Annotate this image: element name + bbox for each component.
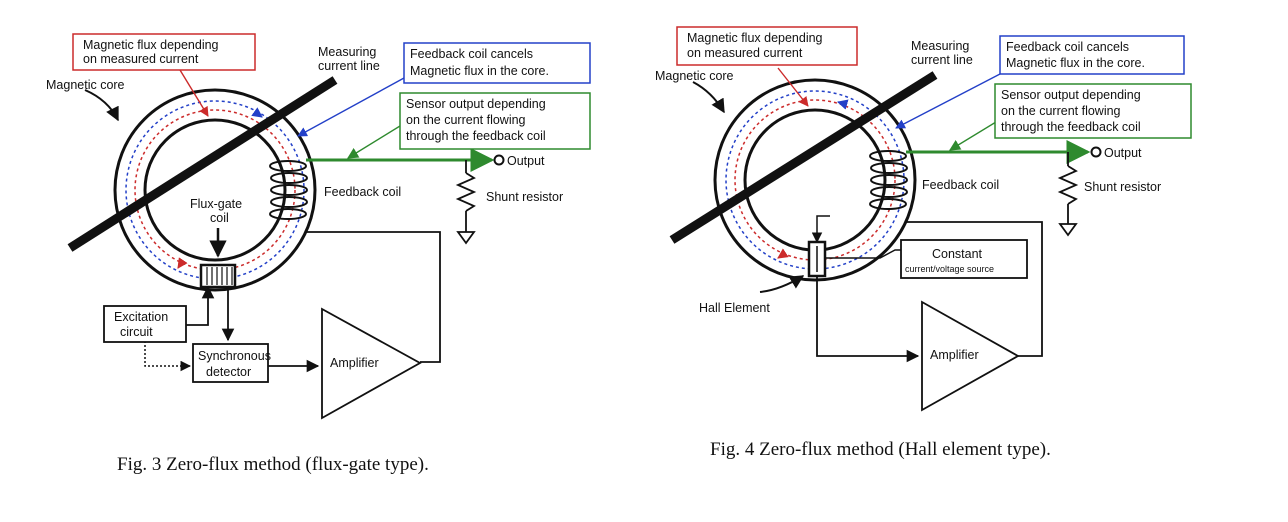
fig3-callout-blue-box — [403, 42, 591, 84]
fig4-callout-green-box — [994, 83, 1192, 139]
fig3-amplifier-triangle — [321, 307, 422, 420]
fig4-shunt-resistor — [1057, 165, 1079, 205]
fig4-magnetic-core-outer — [713, 78, 917, 282]
fig3-excitation-circuit-label-1: Excitation — [114, 310, 168, 324]
fig3-callout-red-line2: on measured current — [83, 52, 199, 66]
fig3-callout-green-line2: on the current flowing — [406, 113, 526, 127]
fig3-excitation-circuit-label-2: circuit — [120, 325, 153, 339]
fig3-callout-red-box — [72, 33, 256, 71]
fig4-diagram: Magnetic flux depending on measured curr… — [655, 26, 1192, 460]
fig4-callout-red-line2: on measured current — [687, 46, 803, 60]
fig4-output-label: Output — [1104, 146, 1142, 160]
fig3-callout-blue-line1: Feedback coil cancels — [410, 47, 533, 61]
fig3-synchronous-detector-label-2: detector — [206, 365, 251, 379]
fig3-shunt-resistor — [455, 172, 477, 212]
fig3-callout-green-line3: through the feedback coil — [406, 129, 546, 143]
fig4-feedback-coil-label: Feedback coil — [922, 178, 999, 192]
fig3-feedback-coil — [269, 160, 308, 220]
fig3-fluxgate-coil-label-1: Flux-gate — [190, 197, 242, 211]
fig4-callout-green-line2: on the current flowing — [1001, 104, 1121, 118]
fig3-measuring-current-line — [67, 76, 338, 252]
fig4-feedback-coil — [869, 150, 908, 210]
fig3-flux-red-arrow — [177, 257, 188, 269]
fig4-measuring-line-label-1: Measuring — [911, 39, 969, 53]
fig3-measuring-line-label-1: Measuring — [318, 45, 376, 59]
fig4-feedback-wire — [906, 221, 1043, 357]
fig3-feedback-coil-label: Feedback coil — [324, 185, 401, 199]
fig4-flux-red-loop — [734, 99, 896, 261]
fig3-measuring-line-label-2: current line — [318, 59, 380, 73]
fig3-callout-red-line1: Magnetic flux depending — [83, 38, 219, 52]
fig4-ground-symbol — [1058, 223, 1078, 237]
fig4-constant-source-label-1: Constant — [932, 247, 983, 261]
fig3-flux-red-loop — [134, 109, 296, 271]
fig4-shunt-resistor-label: Shunt resistor — [1084, 180, 1161, 194]
fig3-excitation-circuit-box — [103, 305, 187, 343]
fig4-constant-source-box — [900, 239, 1028, 279]
fig4-callout-blue-box — [999, 35, 1185, 75]
fig3-output-terminal — [493, 154, 505, 166]
fig4-callout-red-line1: Magnetic flux depending — [687, 31, 823, 45]
fig3-magnetic-core-inner — [143, 118, 287, 262]
fig3-caption: Fig. 3 Zero-flux method (flux-gate type)… — [117, 454, 429, 475]
fig4-callout-blue-line2: Magnetic flux in the core. — [1006, 56, 1145, 70]
fig4-amplifier-triangle — [921, 300, 1020, 412]
fig3-flux-blue-arrow — [251, 107, 263, 118]
fig4-measuring-line-label-2: current line — [911, 53, 973, 67]
fig3-output-label: Output — [507, 154, 545, 168]
fig4-caption: Fig. 4 Zero-flux method (Hall element ty… — [710, 439, 1051, 460]
fig3-shunt-resistor-label: Shunt resistor — [486, 190, 563, 204]
fig3-feedback-wire — [306, 231, 441, 363]
fig3-fluxgate-coil — [199, 263, 237, 289]
fig3-magnetic-core-label: Magnetic core — [46, 78, 125, 92]
fig4-magnetic-core-label: Magnetic core — [655, 69, 734, 83]
fig4-measuring-current-line — [669, 71, 938, 244]
fig3-magnetic-core-outer — [113, 88, 317, 292]
fig4-callout-green-line3: through the feedback coil — [1001, 120, 1141, 134]
fig3-synchronous-detector-box — [192, 343, 269, 383]
fig3-diagram: Magnetic flux depending on measured curr… — [46, 33, 591, 475]
fig4-callout-red-box — [676, 26, 858, 66]
fig4-flux-blue-arrow — [836, 99, 849, 110]
fig3-callout-green-box — [399, 92, 591, 150]
fig4-callout-blue-line1: Feedback coil cancels — [1006, 40, 1129, 54]
fig3-ground-symbol — [456, 231, 476, 245]
fig4-flux-red-arrow — [777, 248, 789, 259]
fig3-fluxgate-coil-label-2: coil — [210, 211, 229, 225]
fig4-constant-source-label-2: current/voltage source — [905, 264, 994, 274]
fig3-flux-blue-loop — [125, 100, 305, 280]
fig3-amplifier-label: Amplifier — [330, 356, 379, 370]
fig4-output-terminal — [1090, 146, 1102, 158]
fig3-synchronous-detector-label-1: Synchronous — [198, 349, 271, 363]
fig4-hall-element-label: Hall Element — [699, 301, 770, 315]
fig3-callout-green-line1: Sensor output depending — [406, 97, 546, 111]
fig4-callout-green-line1: Sensor output depending — [1001, 88, 1141, 102]
fig4-amplifier-label: Amplifier — [930, 348, 979, 362]
fig3-callout-blue-line2: Magnetic flux in the core. — [410, 64, 549, 78]
